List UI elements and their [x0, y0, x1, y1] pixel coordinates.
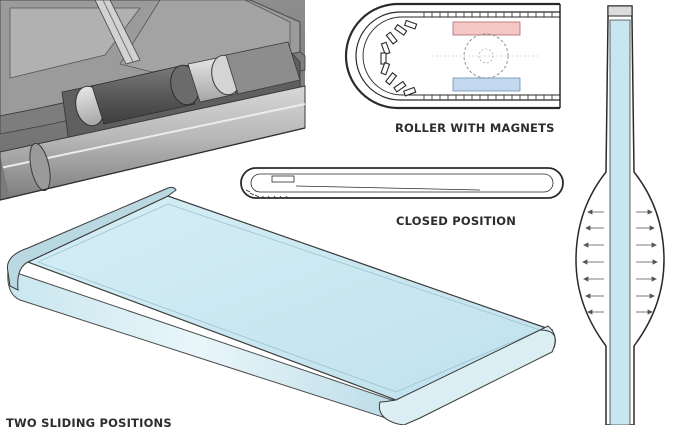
- two-sliding-positions-caption: TWO SLIDING POSITIONS: [6, 416, 172, 430]
- closed-position-caption: CLOSED POSITION: [396, 214, 517, 228]
- roller-with-magnets-caption: ROLLER WITH MAGNETS: [395, 121, 555, 135]
